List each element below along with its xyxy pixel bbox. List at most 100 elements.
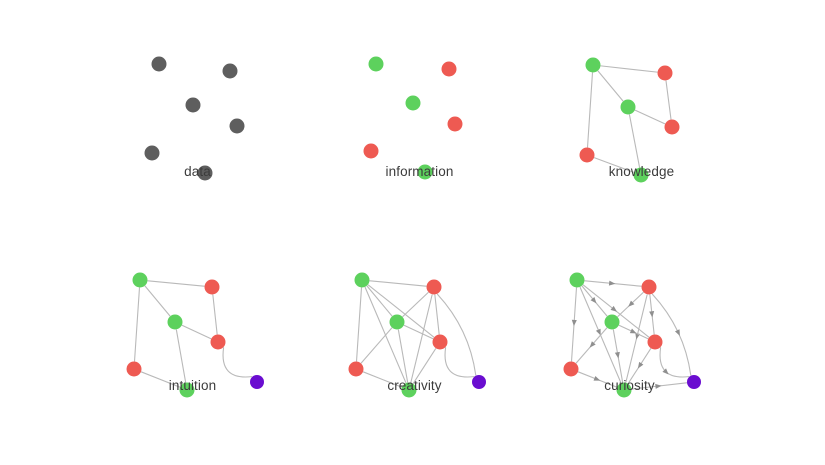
graph-node[interactable] <box>585 57 601 73</box>
graph-svg-curiosity <box>563 272 701 398</box>
edge-arrowhead <box>674 329 680 336</box>
edge-arrowhead <box>628 300 635 307</box>
graph-node[interactable] <box>348 361 364 377</box>
node-layer <box>126 272 264 398</box>
graph-node[interactable] <box>126 361 142 377</box>
node-layer <box>348 272 486 398</box>
panel-curiosity: curiosity <box>492 228 767 460</box>
node-layer <box>144 56 245 181</box>
graph-edge <box>412 348 437 384</box>
graph-node[interactable] <box>616 382 632 398</box>
graph-node[interactable] <box>417 164 433 180</box>
graph-node[interactable] <box>657 65 673 81</box>
edge-arrowhead <box>608 280 616 286</box>
edge-layer <box>133 280 253 388</box>
graph-node[interactable] <box>179 382 195 398</box>
graph-edge <box>597 70 624 102</box>
graph-node[interactable] <box>250 375 264 389</box>
node-layer <box>363 56 463 180</box>
edge-arrowhead <box>571 319 577 327</box>
panel-data: data <box>60 14 335 246</box>
panel-label-creativity: creativity <box>387 378 442 393</box>
graph-edge <box>593 157 635 173</box>
graph-edge <box>360 327 393 364</box>
graph-node[interactable] <box>354 272 370 288</box>
graph-edge-curved <box>222 347 253 378</box>
graph-edge <box>362 371 403 388</box>
edge-layer <box>355 280 477 388</box>
graph-edge <box>367 284 435 338</box>
graph-edge-curved <box>444 347 475 378</box>
graph-edge <box>403 324 434 340</box>
graph-edge <box>402 291 429 318</box>
edge-arrowhead <box>637 361 644 369</box>
edge-layer <box>570 280 692 390</box>
panel-knowledge: knowledge <box>504 14 779 246</box>
graph-node[interactable] <box>447 116 463 132</box>
node-layer <box>563 272 701 398</box>
graph-edge-curved <box>436 293 477 376</box>
graph-node[interactable] <box>633 167 649 183</box>
graph-node[interactable] <box>210 334 226 350</box>
panel-intuition: intuition <box>55 228 330 460</box>
graph-node[interactable] <box>167 314 183 330</box>
panel-label-knowledge: knowledge <box>608 164 675 179</box>
graph-node[interactable] <box>185 97 201 113</box>
graph-node[interactable] <box>647 334 663 350</box>
graph-edge <box>410 294 433 383</box>
graph-node[interactable] <box>432 334 448 350</box>
graph-edge <box>140 371 181 388</box>
graph-canvas-information <box>282 14 557 204</box>
graph-node[interactable] <box>641 279 657 295</box>
graph-node[interactable] <box>389 314 405 330</box>
graph-node[interactable] <box>563 361 579 377</box>
graph-edge <box>634 109 666 125</box>
graph-node[interactable] <box>368 56 384 72</box>
graph-edge-curved <box>651 293 692 376</box>
node-layer <box>579 57 680 183</box>
graph-svg-creativity <box>348 272 486 398</box>
graph-svg-information <box>363 56 463 180</box>
graph-node[interactable] <box>132 272 148 288</box>
graph-node[interactable] <box>363 143 379 159</box>
graph-node[interactable] <box>401 382 417 398</box>
graph-node[interactable] <box>229 118 245 134</box>
graph-node[interactable] <box>222 63 238 79</box>
graph-svg-intuition <box>126 272 264 398</box>
graph-node[interactable] <box>604 314 620 330</box>
graph-edge <box>212 294 218 335</box>
graph-node[interactable] <box>405 95 421 111</box>
panel-label-data: data <box>184 164 211 179</box>
graph-edge <box>144 285 171 317</box>
graph-canvas-knowledge <box>504 14 779 204</box>
graph-canvas-creativity <box>277 228 552 418</box>
graph-edge <box>147 280 205 287</box>
graph-edge <box>369 280 427 287</box>
graph-node[interactable] <box>144 145 160 161</box>
panel-label-curiosity: curiosity <box>604 378 655 393</box>
graph-node[interactable] <box>620 99 636 115</box>
panel-creativity: creativity <box>277 228 552 460</box>
graph-node[interactable] <box>664 119 680 135</box>
graph-edge <box>628 114 641 168</box>
graph-edge <box>133 287 141 362</box>
graph-edge <box>366 285 393 317</box>
graph-edge <box>181 324 212 340</box>
edge-arrowhead <box>593 375 601 381</box>
graph-canvas-intuition <box>55 228 330 418</box>
edge-arrowhead <box>614 351 620 359</box>
graph-node[interactable] <box>579 147 595 163</box>
graph-canvas-curiosity <box>492 228 767 418</box>
graph-node[interactable] <box>204 279 220 295</box>
edge-layer <box>586 65 672 173</box>
graph-node[interactable] <box>441 61 457 77</box>
graph-node[interactable] <box>426 279 442 295</box>
graph-node[interactable] <box>472 375 486 389</box>
graph-node[interactable] <box>569 272 585 288</box>
graph-edge <box>175 329 187 383</box>
graph-node[interactable] <box>197 165 213 181</box>
graph-node[interactable] <box>687 375 701 389</box>
graph-edge <box>586 72 594 148</box>
graph-edge <box>600 65 658 73</box>
graph-node[interactable] <box>151 56 167 72</box>
